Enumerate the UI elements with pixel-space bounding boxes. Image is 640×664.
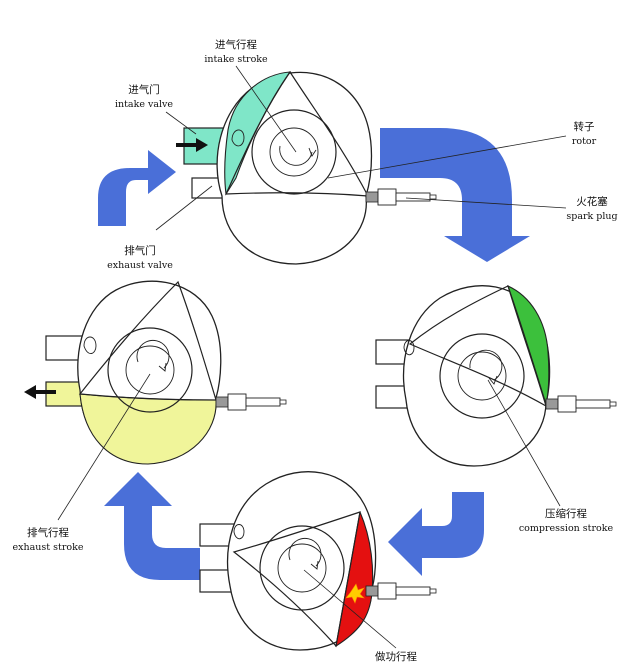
leader-power-stroke bbox=[303, 569, 397, 649]
label-compression-stroke-en: compression stroke bbox=[519, 523, 614, 534]
cycle-arrow-top-right bbox=[380, 128, 530, 262]
valve-bump bbox=[83, 336, 97, 354]
label-power-stroke-zh: 做功行程 bbox=[375, 650, 417, 663]
leader-exhaust-stroke bbox=[57, 373, 151, 521]
label-intake-valve-en: intake valve bbox=[115, 99, 173, 110]
spark-plug bbox=[365, 188, 437, 206]
label-exhaust-stroke-zh: 排气行程 bbox=[27, 526, 69, 539]
rotor bbox=[232, 511, 361, 648]
exhaust-chamber bbox=[79, 393, 217, 465]
rotor-gear-outer bbox=[439, 333, 525, 419]
label-spark-plug-en: spark plug bbox=[566, 211, 617, 222]
rotation-arrow bbox=[279, 145, 313, 166]
spark-plug bbox=[215, 393, 287, 411]
labels: 进气行程 intake stroke 进气门 intake valve 排气门 … bbox=[13, 38, 618, 663]
cycle-arrows bbox=[98, 128, 530, 580]
leader-spark-plug bbox=[405, 197, 567, 209]
valve-bump bbox=[231, 129, 245, 147]
rotor-gear-inner bbox=[269, 127, 319, 177]
leader-intake-valve bbox=[165, 111, 197, 135]
rotor-gear-outer bbox=[251, 109, 337, 195]
cycle-arrow-bottom-right bbox=[388, 492, 484, 576]
housing-outline bbox=[227, 471, 377, 651]
rotor-gear-outer bbox=[259, 525, 345, 611]
rotation-arrow bbox=[136, 339, 170, 369]
compression-chamber bbox=[507, 284, 550, 407]
rotor bbox=[78, 280, 217, 401]
valve-bump bbox=[233, 524, 245, 540]
rotor-gear-inner bbox=[277, 543, 327, 593]
rotor bbox=[408, 285, 548, 408]
spark-plug bbox=[365, 582, 437, 600]
housing-outline bbox=[402, 285, 551, 467]
label-rotor-en: rotor bbox=[572, 136, 597, 147]
label-exhaust-valve-en: exhaust valve bbox=[107, 260, 173, 271]
label-intake-stroke-zh: 进气行程 bbox=[215, 38, 257, 51]
cycle-arrow-bottom-left bbox=[104, 472, 200, 580]
engine-exhaust bbox=[24, 280, 287, 465]
spark-plug bbox=[545, 395, 617, 413]
rotor-gear-inner bbox=[125, 345, 175, 395]
leader-compression-stroke bbox=[487, 379, 561, 507]
label-spark-plug-zh: 火花塞 bbox=[576, 195, 608, 208]
label-intake-valve-zh: 进气门 bbox=[128, 83, 160, 96]
rotation-arrow bbox=[469, 349, 503, 381]
valve-bump bbox=[403, 340, 415, 356]
label-intake-stroke-en: intake stroke bbox=[204, 54, 268, 65]
rotor-gear-inner bbox=[457, 351, 507, 401]
leader-exhaust-valve bbox=[155, 185, 213, 231]
rotor-gear-outer bbox=[107, 327, 193, 413]
spark-flash bbox=[345, 583, 365, 604]
leader-rotor bbox=[327, 135, 567, 179]
rotation-arrow bbox=[288, 537, 322, 567]
cycle-arrow-top-left bbox=[98, 150, 176, 226]
leader-intake-stroke bbox=[235, 65, 297, 153]
engine-compression bbox=[375, 284, 617, 467]
label-compression-stroke-zh: 压缩行程 bbox=[545, 507, 587, 520]
engine-power bbox=[199, 471, 437, 651]
engine-intake bbox=[176, 70, 437, 265]
label-exhaust-stroke-en: exhaust stroke bbox=[13, 542, 84, 553]
leader-lines bbox=[57, 65, 567, 649]
label-exhaust-valve-zh: 排气门 bbox=[124, 244, 156, 257]
label-rotor-zh: 转子 bbox=[574, 120, 595, 133]
